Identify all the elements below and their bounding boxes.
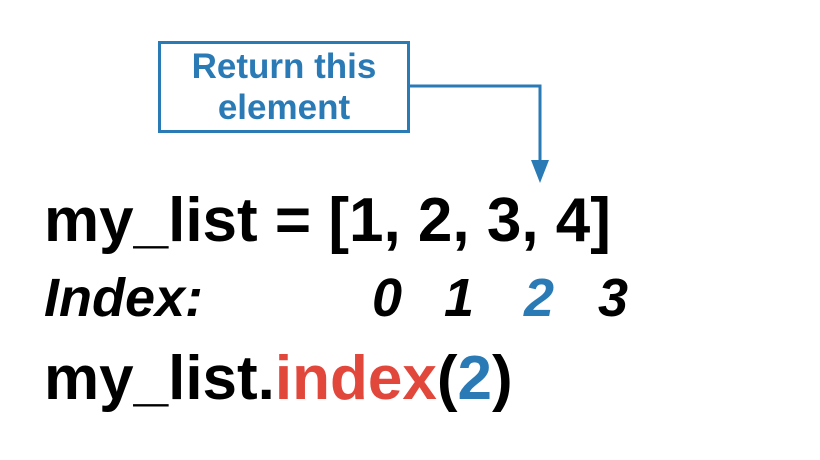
callout-box: Return this element	[158, 41, 410, 133]
index-2-highlighted: 2	[524, 268, 555, 328]
callout-text: Return this element	[191, 47, 377, 127]
call-method: index	[274, 344, 437, 413]
list-assignment-line: my_list = [1, 2, 3, 4]	[44, 186, 611, 255]
method-call-line: my_list.index(2)	[44, 348, 513, 410]
index-3: 3	[598, 268, 629, 328]
call-open-paren: (	[436, 344, 458, 413]
call-object: my_list.	[44, 344, 275, 413]
index-1: 1	[444, 268, 475, 328]
call-argument: 2	[457, 344, 492, 413]
index-label: Index:	[44, 268, 204, 328]
index-0: 0	[372, 268, 403, 328]
call-close-paren: )	[491, 344, 513, 413]
